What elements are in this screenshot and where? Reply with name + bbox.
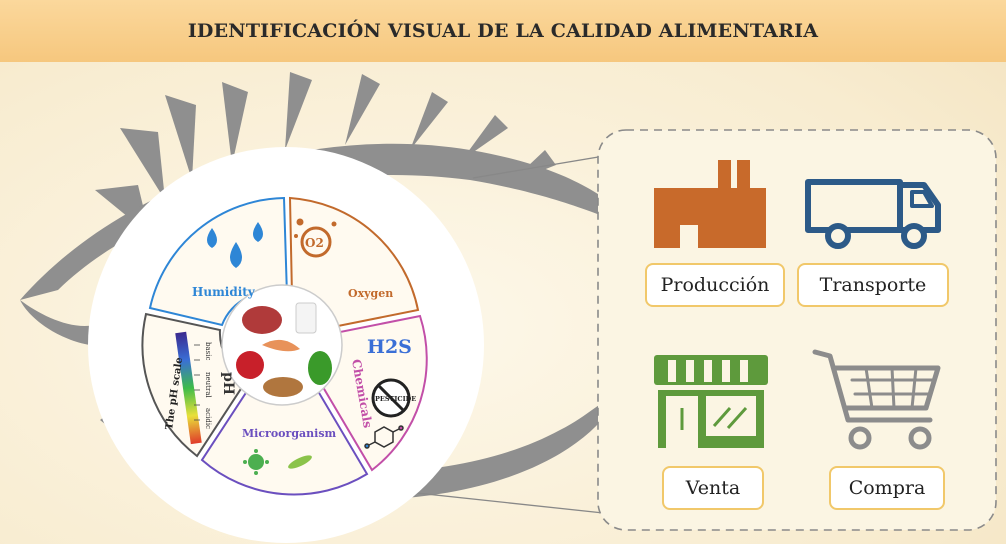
pesticide-icon: PESTICIDE bbox=[371, 378, 416, 418]
ph-acidic-label: acidic bbox=[204, 408, 212, 429]
produccion-label: Producción bbox=[645, 263, 785, 307]
ph-basic-label: basic bbox=[204, 342, 212, 360]
ph-ticks bbox=[194, 344, 200, 421]
title-banner: IDENTIFICACIÓN VISUAL DE LA CALIDAD ALIM… bbox=[0, 0, 1006, 62]
virus-icon bbox=[243, 449, 269, 475]
humidity-label: Humidity bbox=[192, 285, 256, 299]
venta-label: Venta bbox=[662, 466, 764, 510]
water-drops-icon bbox=[207, 222, 263, 268]
truck-icon bbox=[805, 179, 941, 249]
apple-icon bbox=[236, 351, 264, 379]
meat-icon bbox=[242, 306, 282, 334]
cookies-icon bbox=[263, 377, 303, 397]
compra-label: Compra bbox=[829, 466, 945, 510]
svg-text:PESTICIDE: PESTICIDE bbox=[375, 395, 416, 403]
microorganism-label: Microorganism bbox=[242, 427, 337, 440]
store-icon bbox=[654, 355, 768, 448]
factory-icon bbox=[654, 160, 766, 248]
oxygen-label: Oxygen bbox=[348, 287, 393, 300]
milk-icon bbox=[295, 302, 317, 334]
svg-text:O2: O2 bbox=[305, 236, 324, 250]
o2-icon: O2 bbox=[294, 218, 337, 258]
pepper-icon bbox=[308, 351, 332, 385]
ph-neutral-label: neutral bbox=[204, 372, 212, 398]
page-title: IDENTIFICACIÓN VISUAL DE LA CALIDAD ALIM… bbox=[187, 20, 819, 42]
eye-corner bbox=[20, 300, 95, 345]
eyelashes bbox=[95, 72, 556, 235]
ph-scale-bar bbox=[175, 331, 202, 445]
shopping-cart-icon bbox=[812, 349, 941, 450]
ph-label: pH bbox=[220, 372, 236, 395]
transporte-label: Transporte bbox=[797, 263, 949, 307]
molecule-icon bbox=[364, 425, 404, 449]
h2s-label: H2S bbox=[367, 336, 412, 358]
shrimp-icon bbox=[262, 339, 300, 352]
bacteria-icon bbox=[288, 455, 312, 469]
